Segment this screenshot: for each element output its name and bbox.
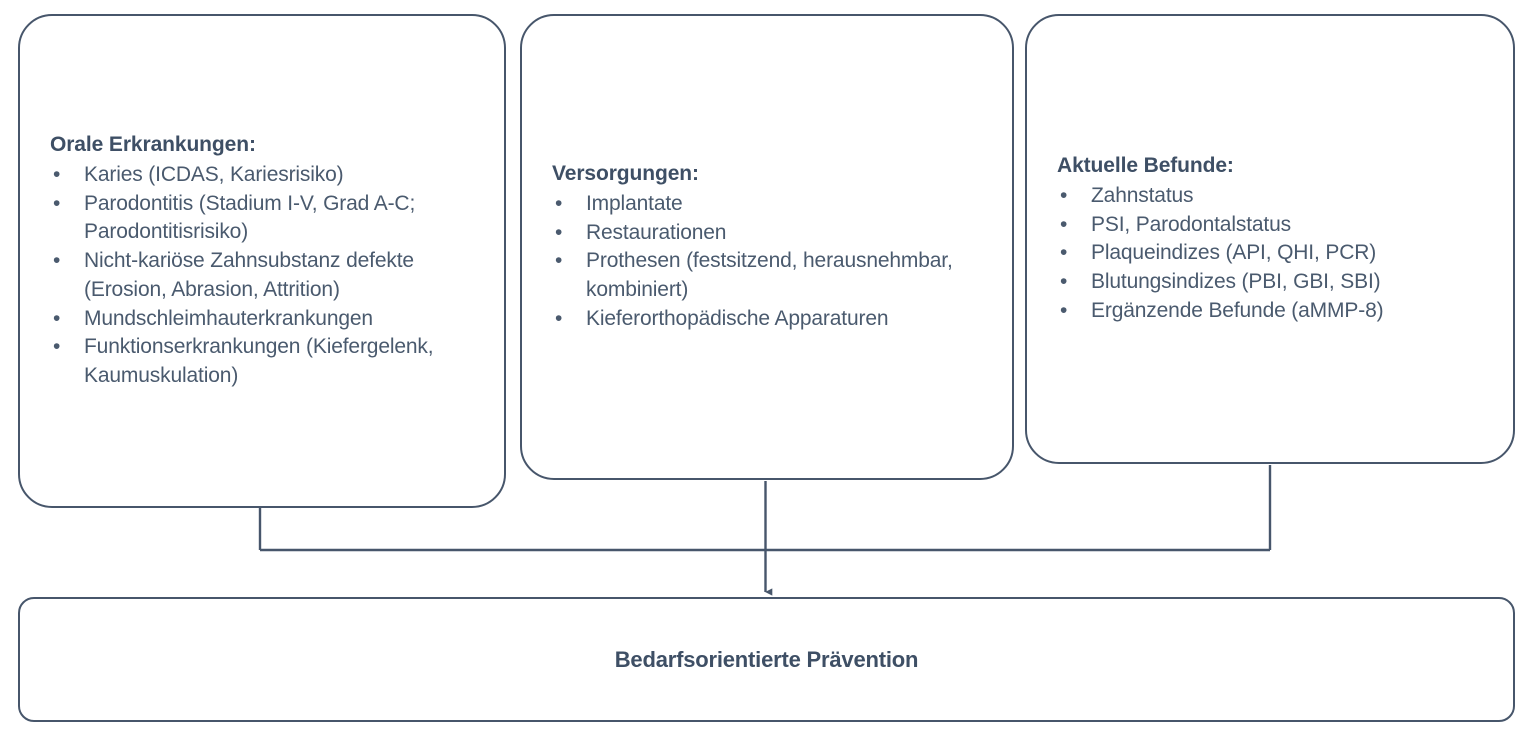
- bullet-icon: •: [555, 191, 563, 215]
- list-item-text: Prothesen (festsitzend, herausnehmbar, k…: [586, 249, 953, 302]
- list-item: • Funktionserkrankungen (Kiefergelenk, Ka…: [50, 333, 488, 391]
- list-item: • Blutungsindizes (PBI, GBI, SBI): [1057, 268, 1497, 297]
- bullet-icon: •: [555, 220, 563, 244]
- result-box-bedarfsorientierte-praevention[interactable]: Bedarfsorientierte Prävention: [18, 597, 1515, 722]
- list-item-text: PSI, Parodontalstatus: [1091, 212, 1291, 236]
- bullet-icon: •: [53, 335, 61, 359]
- bullet-icon: •: [53, 306, 61, 330]
- node-bullet-list: • Implantate • Restaurationen • Prothesen (…: [552, 190, 996, 334]
- list-item-text: Implantate: [586, 191, 683, 215]
- list-item-text: Restaurationen: [586, 220, 727, 244]
- list-item: • Parodontitis (Stadium I-V, Grad A-C; Pa…: [50, 190, 488, 248]
- bullet-icon: •: [1060, 270, 1068, 294]
- list-item: • Ergänzende Befunde (aMMP-8): [1057, 297, 1497, 326]
- node-content: Orale Erkrankungen: • Karies (ICDAS, Kari…: [20, 131, 504, 391]
- list-item: • Plaqueindizes (API, QHI, PCR): [1057, 239, 1497, 268]
- node-heading: Aktuelle Befunde:: [1057, 154, 1234, 178]
- result-label: Bedarfsorientierte Prävention: [614, 646, 919, 672]
- node-box-aktuelle-befunde[interactable]: Aktuelle Befunde: • Zahnstatus • PSI, Paro…: [1025, 14, 1515, 464]
- list-item-text: Ergänzende Befunde (aMMP-8): [1091, 299, 1384, 322]
- list-item: • Restaurationen: [552, 219, 996, 248]
- node-bullet-list: • Zahnstatus • PSI, Parodontalstatus • Plaq…: [1057, 182, 1497, 326]
- list-item: • Karies (ICDAS, Kariesrisiko): [50, 161, 488, 190]
- bullet-icon: •: [555, 249, 563, 273]
- bullet-icon: •: [1060, 241, 1068, 265]
- node-content: Versorgungen: • Implantate • Restauratione…: [522, 160, 1012, 334]
- list-item: • PSI, Parodontalstatus: [1057, 211, 1497, 240]
- list-item: • Implantate: [552, 190, 996, 219]
- bullet-icon: •: [555, 307, 563, 330]
- node-content: Aktuelle Befunde: • Zahnstatus • PSI, Paro…: [1027, 152, 1513, 326]
- list-item-text: Parodontitis (Stadium I-V, Grad A-C; Par…: [84, 191, 416, 244]
- list-item-text: Mundschleimhauterkrankungen: [84, 306, 373, 330]
- list-item: • Zahnstatus: [1057, 182, 1497, 211]
- node-bullet-list: • Karies (ICDAS, Kariesrisiko) • Parodonti…: [50, 161, 488, 391]
- list-item: • Mundschleimhauterkrankungen: [50, 305, 488, 334]
- list-item-text: Karies (ICDAS, Kariesrisiko): [84, 162, 344, 186]
- node-heading: Versorgungen:: [552, 162, 699, 186]
- list-item: • Kieferorthopädische Apparaturen: [552, 305, 996, 334]
- list-item-text: Nicht-kariöse Zahnsubstanz defekte (Eros…: [84, 249, 414, 301]
- node-heading: Orale Erkrankungen:: [50, 133, 256, 157]
- bullet-icon: •: [1060, 299, 1068, 322]
- list-item: • Nicht-kariöse Zahnsubstanz defekte (Ero…: [50, 247, 488, 305]
- bullet-icon: •: [53, 191, 61, 215]
- bullet-icon: •: [53, 162, 61, 186]
- bullet-icon: •: [1060, 212, 1068, 236]
- node-box-versorgungen[interactable]: Versorgungen: • Implantate • Restauratione…: [520, 14, 1014, 480]
- bullet-icon: •: [1060, 183, 1068, 207]
- list-item-text: Blutungsindizes (PBI, GBI, SBI): [1091, 270, 1381, 294]
- list-item-text: Plaqueindizes (API, QHI, PCR): [1091, 241, 1377, 265]
- list-item-text: Zahnstatus: [1091, 183, 1194, 207]
- bullet-icon: •: [53, 249, 61, 273]
- list-item-text: Funktionserkrankungen (Kiefergelenk, Kau…: [84, 335, 434, 388]
- node-box-orale-erkrankungen[interactable]: Orale Erkrankungen: • Karies (ICDAS, Kari…: [18, 14, 506, 508]
- list-item-text: Kieferorthopädische Apparaturen: [586, 307, 889, 330]
- list-item: • Prothesen (festsitzend, herausnehmbar, …: [552, 247, 996, 305]
